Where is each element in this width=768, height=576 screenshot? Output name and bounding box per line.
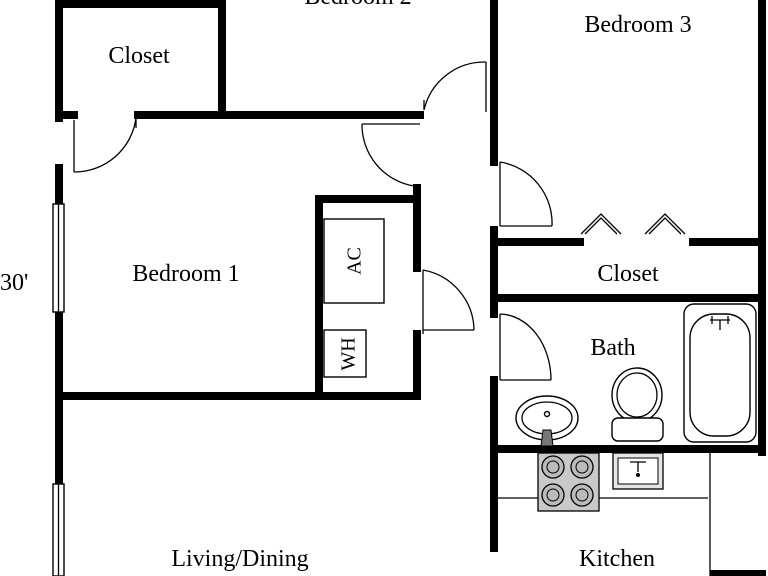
bedroom2-door-swing: [423, 61, 487, 111]
label-bedroom2: Bedroom 2: [304, 0, 411, 10]
label-bedroom1: Bedroom 1: [132, 261, 239, 287]
bath-sink-faucet-icon: [540, 429, 554, 447]
water-heater: [323, 329, 367, 378]
label-bedroom3: Bedroom 3: [584, 12, 691, 38]
ac-unit: [323, 218, 385, 304]
wh-label: WH: [338, 337, 360, 370]
doors: [73, 61, 686, 381]
burner-icon: [541, 455, 565, 479]
bathtub-faucet-icon: [710, 316, 730, 330]
kitchen-fixtures: [498, 452, 766, 576]
label-living-dining: Living/Dining: [171, 546, 308, 572]
toilet-tank: [611, 417, 664, 442]
label-bath: Bath: [590, 335, 635, 361]
bath-fixtures: [515, 303, 757, 447]
ac-label: AC: [344, 247, 366, 275]
closet-door-swing: [73, 117, 137, 173]
room-labels: Bedroom 2 Bedroom 3 Closet Bedroom 1 Clo…: [0, 0, 692, 572]
kitchen-faucet-icon: [630, 461, 646, 472]
utility-closet: AC WH: [323, 218, 385, 378]
windows: [52, 203, 65, 576]
bath-door-swing: [499, 313, 552, 381]
label-closet-bedroom3: Closet: [597, 261, 659, 287]
utility-door-swing: [422, 269, 475, 331]
dimension-label: 30': [0, 270, 28, 296]
burner-icon: [541, 483, 565, 507]
label-closet-bedroom2: Closet: [108, 43, 170, 69]
bedroom3-door-swing: [499, 161, 553, 227]
bifold-door-right: [644, 213, 686, 235]
bedroom1-door-swing: [361, 123, 415, 187]
burner-icon: [570, 483, 594, 507]
walls: [55, 0, 766, 552]
toilet-bowl: [611, 367, 663, 423]
label-kitchen: Kitchen: [579, 546, 655, 572]
bifold-door-left: [580, 213, 622, 235]
burner-icon: [570, 455, 594, 479]
